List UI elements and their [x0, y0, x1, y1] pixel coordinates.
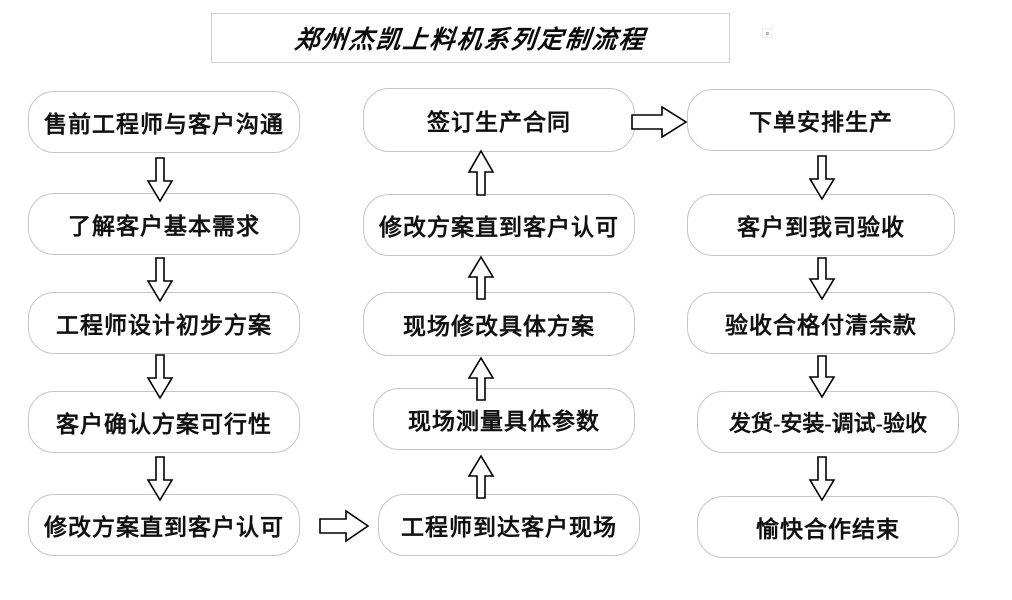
arrow-down-l2-l3: [145, 257, 175, 303]
node-m1[interactable]: 签订生产合同: [363, 88, 635, 152]
arrow-down-l1-l2: [145, 157, 175, 203]
node-r1[interactable]: 下单安排生产: [687, 89, 955, 151]
chart-title-box: 郑州杰凯上料机系列定制流程: [211, 13, 730, 63]
node-r2[interactable]: 客户到我司验收: [687, 194, 955, 256]
node-r3[interactable]: 验收合格付清余款: [687, 292, 955, 354]
node-l2[interactable]: 了解客户基本需求: [28, 193, 300, 255]
node-l1[interactable]: 售前工程师与客户沟通: [28, 91, 300, 153]
node-m4-label: 现场测量具体参数: [408, 409, 600, 434]
node-r5[interactable]: 愉快合作结束: [697, 496, 959, 558]
arrow-down-r3-r4: [807, 355, 837, 399]
node-r1-label: 下单安排生产: [749, 110, 893, 135]
node-l1-label: 售前工程师与客户沟通: [44, 112, 284, 137]
arrow-down-r4-r5: [807, 456, 837, 502]
node-l4[interactable]: 客户确认方案可行性: [28, 391, 300, 453]
node-l3[interactable]: 工程师设计初步方案: [28, 292, 300, 354]
node-l2-label: 了解客户基本需求: [68, 214, 260, 239]
chart-title: 郑州杰凯上料机系列定制流程: [293, 27, 648, 54]
stray-artifact-mark: [762, 28, 772, 38]
arrow-down-r1-r2: [807, 155, 837, 201]
arrow-right-m1-r1: [631, 104, 688, 140]
node-m2[interactable]: 修改方案直到客户认可: [363, 194, 635, 256]
node-l5-label: 修改方案直到客户认可: [44, 515, 284, 540]
node-m5[interactable]: 工程师到达客户现场: [378, 494, 640, 556]
node-l5[interactable]: 修改方案直到客户认可: [28, 494, 300, 556]
node-l3-label: 工程师设计初步方案: [56, 313, 272, 338]
node-m1-label: 签订生产合同: [427, 110, 571, 135]
node-m4[interactable]: 现场测量具体参数: [373, 388, 635, 450]
arrow-down-l4-l5: [145, 456, 175, 502]
node-r4[interactable]: 发货-安装-调试-验收: [697, 391, 959, 453]
arrow-down-r2-r3: [807, 257, 837, 301]
arrow-up-m3-m2: [466, 255, 496, 300]
node-r5-label: 愉快合作结束: [756, 517, 900, 542]
node-r2-label: 客户到我司验收: [737, 215, 905, 240]
arrow-right-l5-m5: [319, 508, 370, 544]
arrow-down-l3-l4: [145, 354, 175, 400]
node-l4-label: 客户确认方案可行性: [56, 412, 272, 437]
arrow-up-m4-m3: [466, 356, 496, 401]
arrow-up-m5-m4: [466, 454, 496, 499]
arrow-up-m2-m1: [466, 149, 496, 196]
node-r3-label: 验收合格付清余款: [725, 313, 917, 338]
node-r4-label: 发货-安装-调试-验收: [729, 411, 927, 436]
node-m3[interactable]: 现场修改具体方案: [363, 292, 635, 356]
node-m2-label: 修改方案直到客户认可: [379, 215, 619, 240]
node-m3-label: 现场修改具体方案: [403, 314, 595, 339]
node-m5-label: 工程师到达客户现场: [401, 515, 617, 540]
